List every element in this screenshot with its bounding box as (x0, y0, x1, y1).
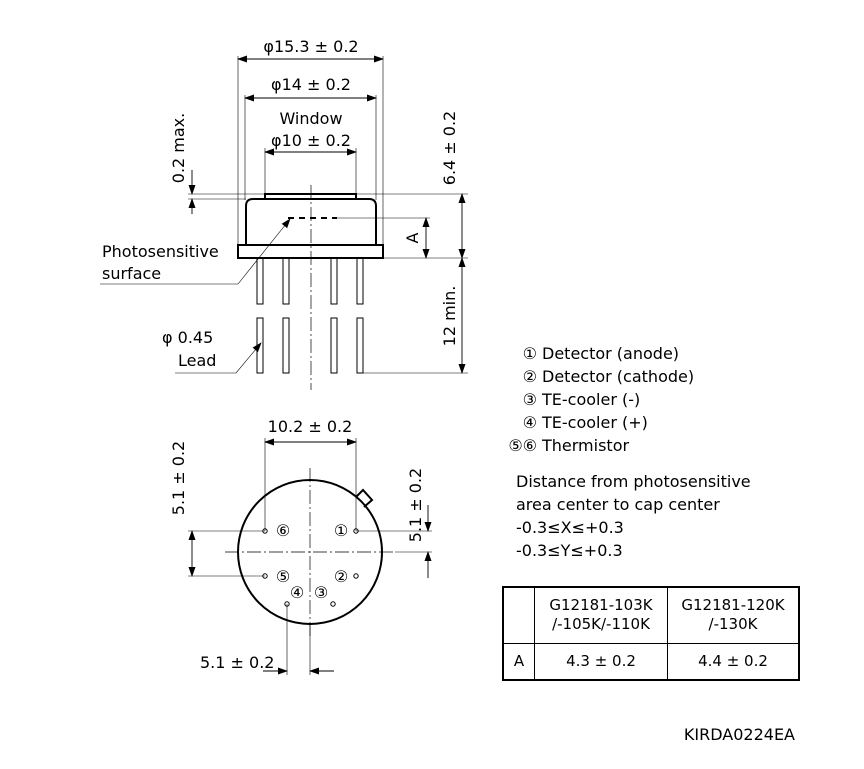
dim-window-height: 0.2 max. (169, 113, 188, 183)
note-line-3: -0.3≤X≤+0.3 (516, 518, 624, 537)
dim-right-spacing: 5.1 ± 0.2 (406, 468, 425, 542)
legend-num-56: ⑤⑥ (508, 436, 537, 455)
dim-lead-length: 12 min. (440, 286, 459, 347)
legend-label-3: TE-cooler (-) (541, 390, 640, 409)
table-header-col2: G12181-120K /-130K (667, 586, 800, 644)
table-header-col1: G12181-103K /-105K/-110K (534, 586, 668, 644)
legend-num-3: ③ (523, 390, 537, 409)
dim-outer-diameter: φ15.3 ± 0.2 (263, 37, 358, 56)
table-row-label: A (502, 642, 535, 681)
dim-top-spacing: 10.2 ± 0.2 (268, 417, 353, 436)
dim-a-label: A (403, 232, 422, 243)
table-cell-col1: 4.3 ± 0.2 (534, 642, 668, 681)
photosensitive-label-line1: Photosensitive (102, 242, 219, 261)
dim-window-diameter: φ10 ± 0.2 (271, 131, 351, 150)
lead-label: Lead (178, 351, 216, 370)
leads (256, 257, 364, 374)
legend-label-56: Thermistor (541, 436, 629, 455)
table-header-col2-line2: /-130K (708, 615, 758, 634)
variant-table: G12181-103K /-105K/-110K G12181-120K /-1… (502, 586, 800, 681)
pin-label-5: ⑤ (276, 567, 290, 586)
pin-label-2: ② (334, 567, 348, 586)
legend-label-2: Detector (cathode) (542, 367, 694, 386)
window-label: Window (279, 109, 342, 128)
table-header-col1-line1: G12181-103K (549, 596, 653, 615)
legend-num-2: ② (523, 367, 537, 386)
legend-num-1: ① (523, 344, 537, 363)
dim-cap-diameter: φ14 ± 0.2 (271, 75, 351, 94)
table-header-empty (502, 586, 535, 644)
pin-label-1: ① (334, 521, 348, 540)
legend-label-1: Detector (anode) (542, 344, 679, 363)
legend-label-4: TE-cooler (+) (541, 413, 648, 432)
dim-left-spacing: 5.1 ± 0.2 (169, 441, 188, 515)
note-line-4: -0.3≤Y≤+0.3 (516, 541, 623, 560)
side-view: φ15.3 ± 0.2 φ14 ± 0.2 Window φ10 ± 0.2 0… (100, 37, 468, 390)
note-line-2: area center to cap center (516, 495, 720, 514)
table-cell-col2: 4.4 ± 0.2 (667, 642, 800, 681)
note-line-1: Distance from photosensitive (516, 472, 751, 491)
table-row: A 4.3 ± 0.2 4.4 ± 0.2 (502, 642, 800, 681)
table-header-col1-line2: /-105K/-110K (552, 615, 650, 634)
photosensitive-label-line2: surface (102, 264, 161, 283)
table-header-row: G12181-103K /-105K/-110K G12181-120K /-1… (502, 586, 800, 644)
bottom-view: ⑥ ① ⑤ ② ④ ③ 10.2 ± 0.2 5.1 ± 0.2 5.1 ± 0… (169, 417, 432, 675)
figure-code: KIRDA0224EA (684, 725, 795, 744)
legend-num-4: ④ (523, 413, 537, 432)
pin-label-3: ③ (314, 583, 328, 602)
table-header-col2-line1: G12181-120K (681, 596, 785, 615)
pin-label-4: ④ (290, 583, 304, 602)
lead-diameter: φ 0.45 (162, 328, 213, 347)
dim-total-height: 6.4 ± 0.2 (440, 111, 459, 185)
dim-bottom-spacing: 5.1 ± 0.2 (200, 653, 274, 672)
pin-label-6: ⑥ (276, 521, 290, 540)
pin-legend: ① Detector (anode) ② Detector (cathode) … (508, 344, 750, 560)
